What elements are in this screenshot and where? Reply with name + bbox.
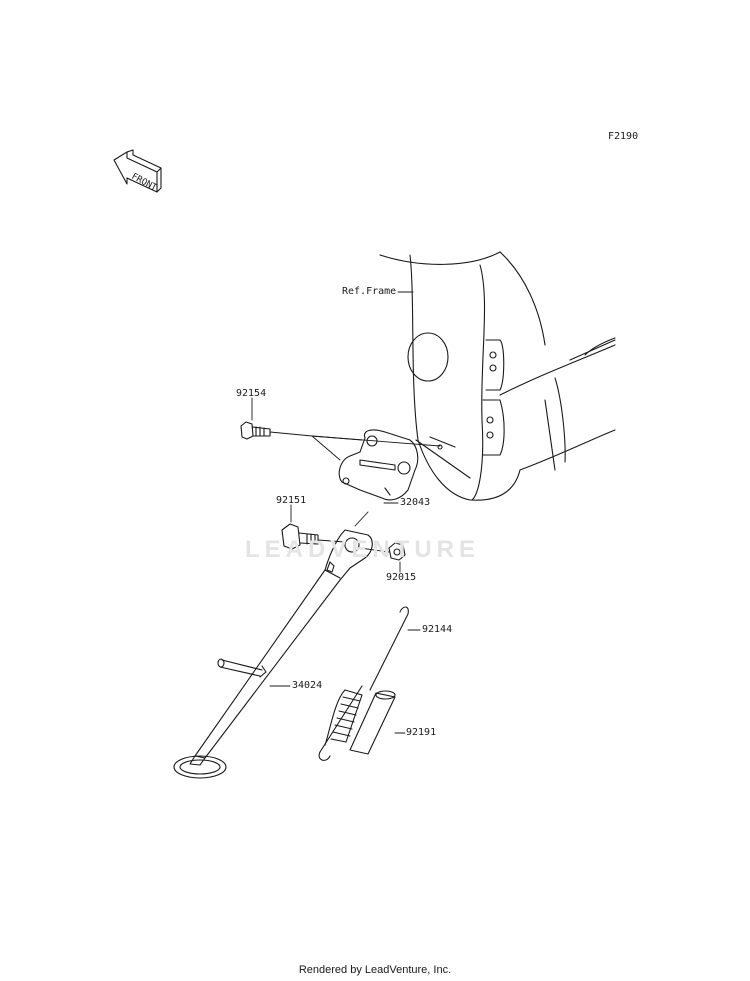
watermark: LEADVENTURE	[245, 536, 481, 563]
part-label-34024[interactable]: 34024	[292, 680, 323, 691]
diagram-code: F2190	[608, 131, 639, 142]
spring-92144	[318, 606, 409, 761]
part-label-92015[interactable]: 92015	[386, 572, 417, 583]
part-label-92151[interactable]: 92151	[276, 495, 307, 506]
footer-credit: Rendered by LeadVenture, Inc.	[298, 964, 452, 976]
part-label-92191[interactable]: 92191	[406, 727, 437, 738]
bolt-92154	[240, 421, 271, 440]
side-stand-34024	[173, 529, 373, 779]
bolt-92151	[281, 523, 319, 550]
ref-frame-label: Ref.Frame	[342, 286, 397, 297]
front-arrow-icon: FRONT	[113, 149, 162, 194]
nut-92015	[388, 542, 406, 561]
bracket-32043	[338, 429, 419, 501]
sleeve-92191	[349, 690, 396, 755]
part-label-32043[interactable]: 32043	[400, 497, 431, 508]
part-label-92144[interactable]: 92144	[422, 624, 453, 635]
part-label-92154[interactable]: 92154	[236, 388, 267, 399]
frame-ref	[379, 251, 616, 501]
